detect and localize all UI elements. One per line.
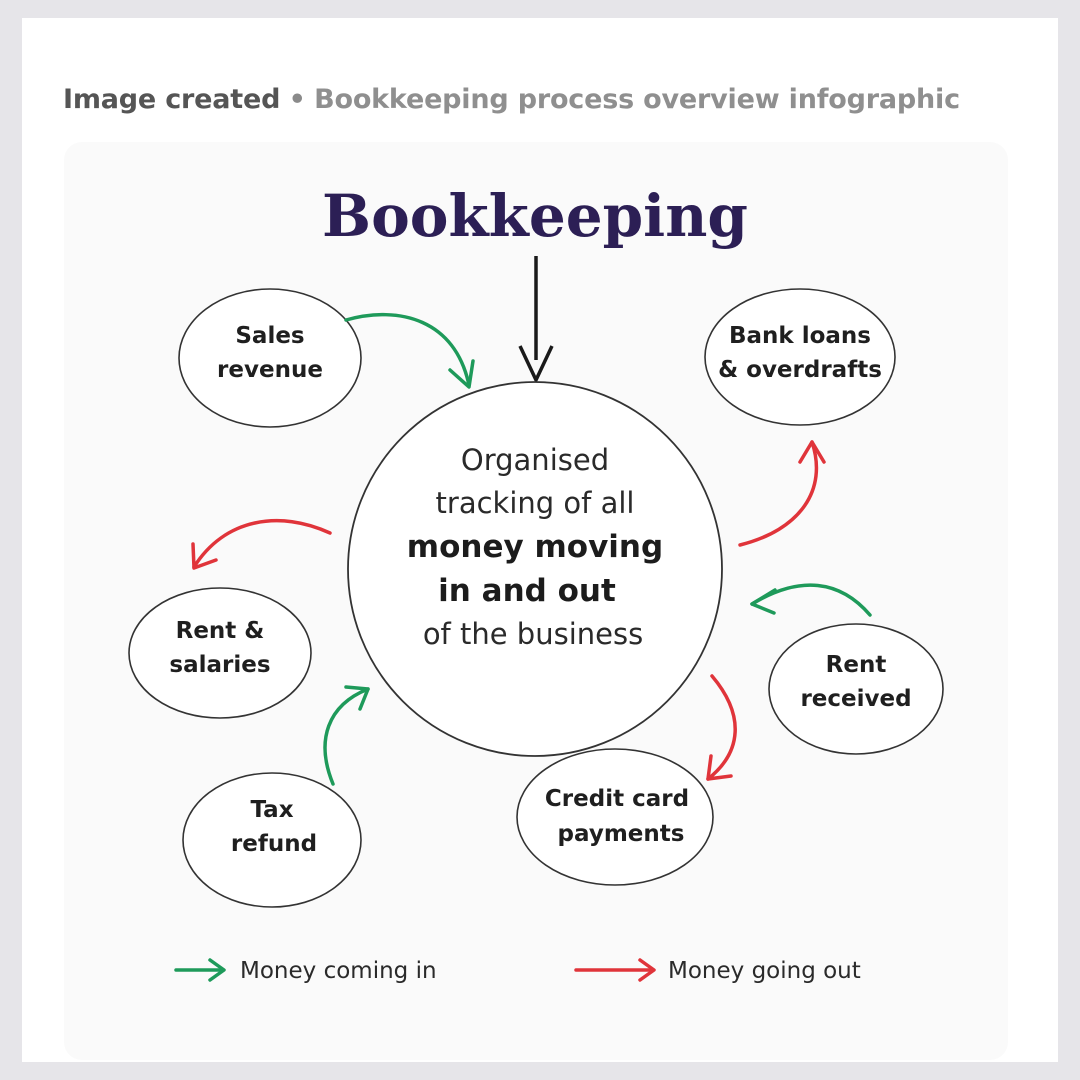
- arrow-rent-received-in: [750, 583, 872, 617]
- node-rent-received: Rent received: [768, 623, 944, 755]
- diagram-title: Bookkeeping: [322, 182, 748, 250]
- arrow-bank-out: [738, 440, 826, 547]
- rent-received-label-1: Rent: [826, 652, 887, 678]
- center-line-4: in and out: [438, 573, 616, 609]
- rent-salaries-label-1: Rent &: [176, 618, 265, 644]
- image-caption: Image created • Bookkeeping process over…: [63, 84, 960, 115]
- legend-out-label: Money going out: [668, 958, 861, 984]
- legend-money-in: Money coming in: [174, 958, 437, 984]
- node-tax-refund: Tax refund: [182, 772, 362, 908]
- sales-revenue-label-1: Sales: [235, 323, 304, 349]
- image-status: Image created: [63, 84, 281, 115]
- center-line-3: money moving: [407, 529, 663, 565]
- caption-separator: •: [288, 84, 306, 115]
- center-node: Organised tracking of all money moving i…: [347, 381, 723, 757]
- arrow-rent-salaries-out: [191, 519, 332, 570]
- sales-revenue-label-2: revenue: [217, 357, 323, 383]
- node-rent-salaries: Rent & salaries: [128, 587, 312, 719]
- rent-salaries-label-2: salaries: [169, 652, 270, 678]
- title-down-arrow: [518, 256, 554, 382]
- credit-card-label-2: payments: [558, 821, 685, 847]
- center-line-2: tracking of all: [436, 486, 635, 520]
- legend-green-arrow-head: [208, 958, 226, 982]
- legend-money-out: Money going out: [574, 958, 861, 984]
- node-bank-loans: Bank loans & overdrafts: [704, 288, 896, 426]
- credit-card-label-1: Credit card: [545, 786, 689, 812]
- legend-in-label: Money coming in: [240, 958, 437, 984]
- image-description: Bookkeeping process overview infographic: [314, 84, 960, 115]
- node-credit-card: Credit card payments: [516, 748, 714, 886]
- node-sales-revenue: Sales revenue: [178, 288, 362, 428]
- center-line-1: Organised: [461, 443, 609, 477]
- bank-loans-label-2: & overdrafts: [718, 357, 882, 383]
- rent-received-label-2: received: [800, 686, 911, 712]
- arrow-tax-refund-in: [323, 685, 370, 786]
- center-line-5: of the business: [423, 617, 643, 651]
- bank-loans-label-1: Bank loans: [729, 323, 871, 349]
- tax-refund-label-1: Tax: [250, 797, 293, 823]
- arrow-credit-card-out: [706, 674, 737, 781]
- legend-red-arrow-head: [638, 958, 656, 982]
- tax-refund-label-2: refund: [231, 831, 317, 857]
- arrow-sales-in: [344, 312, 475, 389]
